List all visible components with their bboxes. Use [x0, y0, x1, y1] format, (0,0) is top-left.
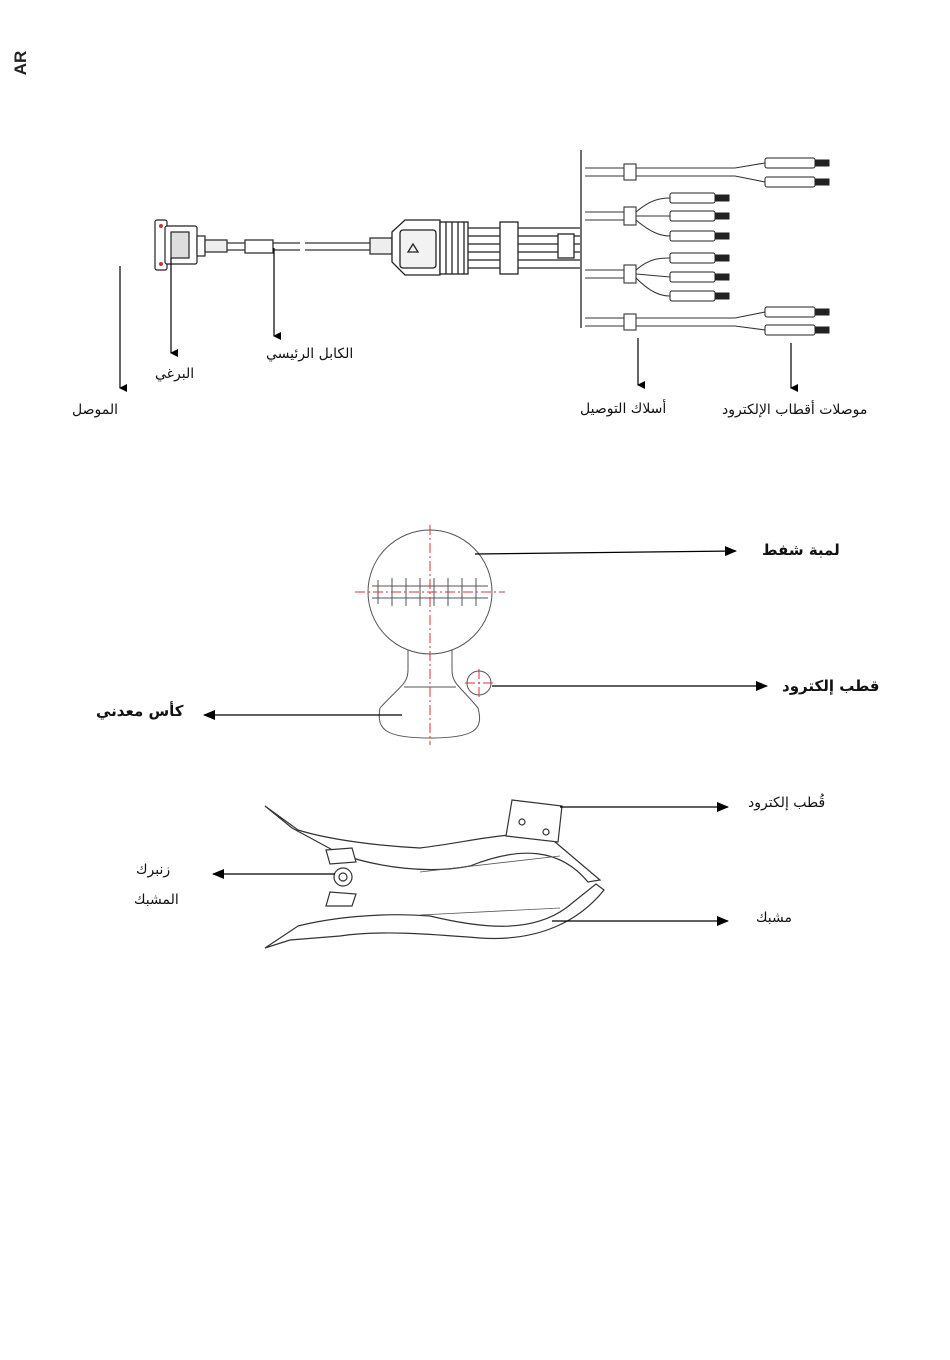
clip-label: مشبك — [756, 910, 792, 926]
suction-bulb-label: لمبة شفط — [762, 541, 840, 559]
connector-label: الموصل — [72, 402, 118, 418]
suction-electrode-centerlines — [355, 525, 505, 745]
clip-spring-label-line2: المشبك — [134, 892, 179, 908]
main-cable-label: الكابل الرئيسي — [266, 346, 353, 362]
electrode-connectors-label: موصلات أقطاب الإلكترود — [722, 402, 867, 418]
lead-wires-icon — [585, 163, 765, 330]
lead-wires-label: أسلاك التوصيل — [580, 401, 666, 417]
splitter-block-icon — [392, 220, 580, 275]
electrode-connector-plugs-icon — [670, 158, 829, 335]
metal-cup-label: كأس معدني — [96, 702, 184, 720]
main-cable-icon — [205, 238, 392, 254]
clamp-electrode-label: قُطب إلكترود — [748, 795, 825, 811]
db-connector-icon — [155, 220, 205, 270]
screw-label: البرغي — [155, 366, 194, 382]
suction-electrode-label: قطب إلكترود — [782, 677, 880, 695]
suction-bulb-pointer — [475, 551, 736, 554]
clip-spring-label-line1: زنبرك — [136, 862, 170, 878]
